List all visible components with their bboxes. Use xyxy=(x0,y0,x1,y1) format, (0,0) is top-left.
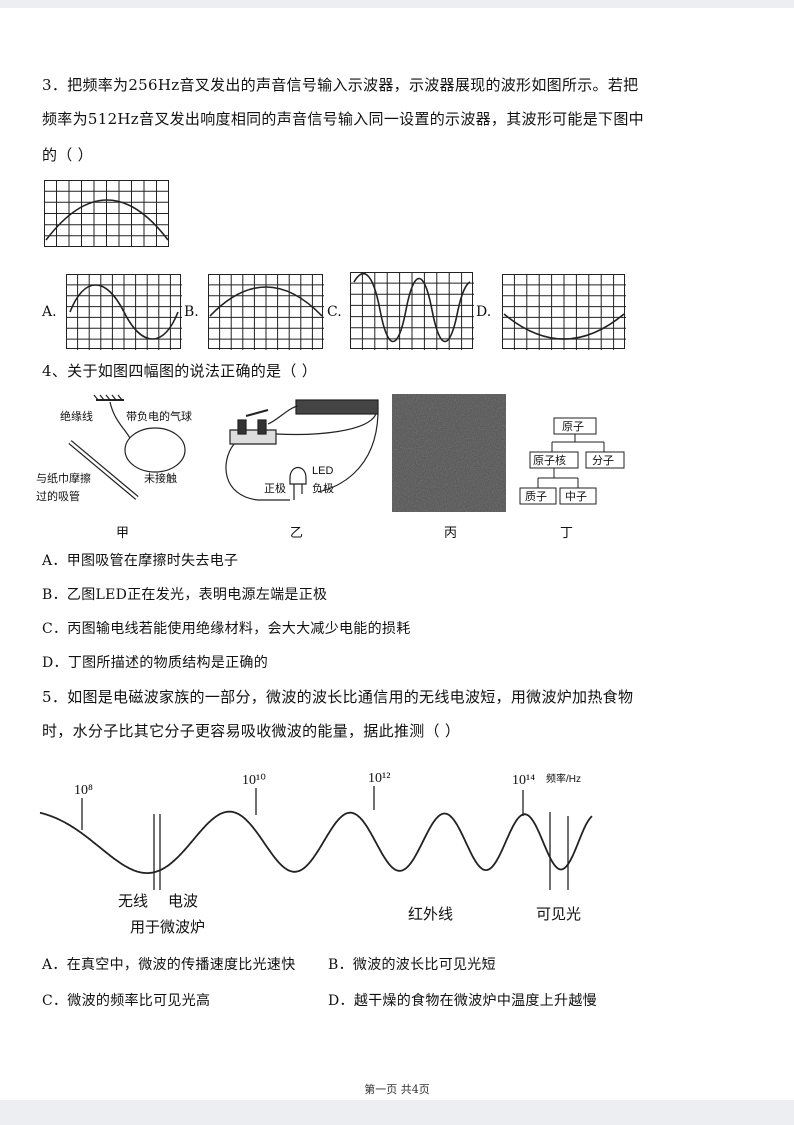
q3-option-d-waveform[interactable] xyxy=(502,274,626,350)
q5-line-2: 时，水分子比其它分子更容易吸收微波的能量，据此推测（ ） xyxy=(42,722,461,740)
jia-label-rubbed-1: 与纸巾摩擦 xyxy=(36,471,91,485)
q5-line-1: 5．如图是电磁波家族的一部分，微波的波长比通信用的无线电波短，用微波炉加热食物 xyxy=(42,688,634,706)
q4-choice-b[interactable]: B．乙图LED正在发光，表明电源左端是正极 xyxy=(42,587,328,603)
q5-choice-c[interactable]: C．微波的频率比可见光高 xyxy=(42,993,211,1009)
axis-unit-label: 频率/Hz xyxy=(546,772,581,785)
q3-line-2: 频率为512Hz音叉发出响度相同的声音信号输入同一设置的示波器，其波形可能是下图… xyxy=(42,110,644,128)
q4-stem: 4、关于如图四幅图的说法正确的是（ ） xyxy=(42,362,318,380)
q4-choice-a[interactable]: A．甲图吸管在摩擦时失去电子 xyxy=(42,553,239,569)
q3-option-b-label[interactable]: B. xyxy=(184,304,199,320)
q5-em-spectrum-figure: 10⁸ 10¹⁰ 10¹² 10¹⁴ 频率/Hz 无线 电波 用于微波炉 红外线… xyxy=(39,771,593,936)
yi-label-negative: 负极 xyxy=(312,481,334,495)
q4-figure-bing-photo xyxy=(392,394,506,512)
jia-label-rubbed-2: 过的吸管 xyxy=(36,489,80,503)
q3-option-a-label[interactable]: A. xyxy=(42,304,57,320)
jia-label-charged-balloon: 带负电的气球 xyxy=(126,409,192,423)
q3-line-1: 3．把频率为256Hz音叉发出的声音信号输入示波器，示波器展现的波形如图所示。若… xyxy=(42,76,639,94)
label-radio-2: 电波 xyxy=(168,893,198,910)
freq-label-1e8: 10⁸ xyxy=(74,783,93,798)
q4-caption-jia: 甲 xyxy=(116,526,130,541)
label-radio-1: 无线 xyxy=(118,893,148,910)
ding-box-nucleus: 原子核 xyxy=(533,453,566,467)
yi-label-positive: 正极 xyxy=(264,481,286,495)
exam-page: 3．把频率为256Hz音叉发出的声音信号输入示波器，示波器展现的波形如图所示。若… xyxy=(0,8,794,1100)
page-footer: 第一页 共4页 xyxy=(364,1083,430,1096)
q3-option-d-label[interactable]: D. xyxy=(476,304,492,320)
viewer-bottom-strip xyxy=(0,1100,794,1125)
label-visible-light: 可见光 xyxy=(536,906,581,923)
q4-caption-yi: 乙 xyxy=(290,526,304,541)
freq-label-1e10: 10¹⁰ xyxy=(242,773,266,788)
q3-option-b-waveform[interactable] xyxy=(208,274,324,350)
q4-choice-d[interactable]: D．丁图所描述的物质结构是正确的 xyxy=(42,655,269,671)
q4-figure-yi: LED 正极 负极 xyxy=(225,399,379,501)
q3-option-a-waveform[interactable] xyxy=(66,274,182,350)
q4-caption-ding: 丁 xyxy=(560,526,574,541)
jia-label-not-touching: 未接触 xyxy=(144,471,177,485)
jia-label-insulated-wire: 绝缘线 xyxy=(60,409,93,423)
q5-choice-a[interactable]: A．在真空中，微波的传播速度比光速快 xyxy=(42,957,296,973)
ding-box-molecule: 分子 xyxy=(592,454,614,467)
label-infrared: 红外线 xyxy=(408,906,453,923)
q4-caption-bing: 丙 xyxy=(444,526,458,541)
q3-reference-waveform xyxy=(44,180,169,247)
q3-line-3: 的（ ） xyxy=(42,146,93,164)
ding-box-neutron: 中子 xyxy=(565,490,587,503)
q3-option-c-waveform[interactable] xyxy=(350,272,474,350)
ding-box-atom: 原子 xyxy=(562,420,584,433)
label-microwave-use: 用于微波炉 xyxy=(130,919,205,936)
yi-label-led: LED xyxy=(312,465,333,477)
ding-box-proton: 质子 xyxy=(525,490,547,503)
q5-choice-b[interactable]: B．微波的波长比可见光短 xyxy=(328,957,496,973)
freq-label-1e14: 10¹⁴ xyxy=(512,773,535,788)
q4-choice-c[interactable]: C．丙图输电线若能使用绝缘材料，会大大减少电能的损耗 xyxy=(42,621,411,637)
q4-figure-jia: 绝缘线 带负电的气球 与纸巾摩擦 过的吸管 未接触 xyxy=(36,394,192,503)
q4-figure-ding: 原子 原子核 分子 质子 中子 xyxy=(519,417,625,505)
q3-option-c-label[interactable]: C. xyxy=(327,304,342,320)
freq-label-1e12: 10¹² xyxy=(368,771,390,786)
q5-choice-d[interactable]: D．越干燥的食物在微波炉中温度上升越慢 xyxy=(328,993,597,1009)
